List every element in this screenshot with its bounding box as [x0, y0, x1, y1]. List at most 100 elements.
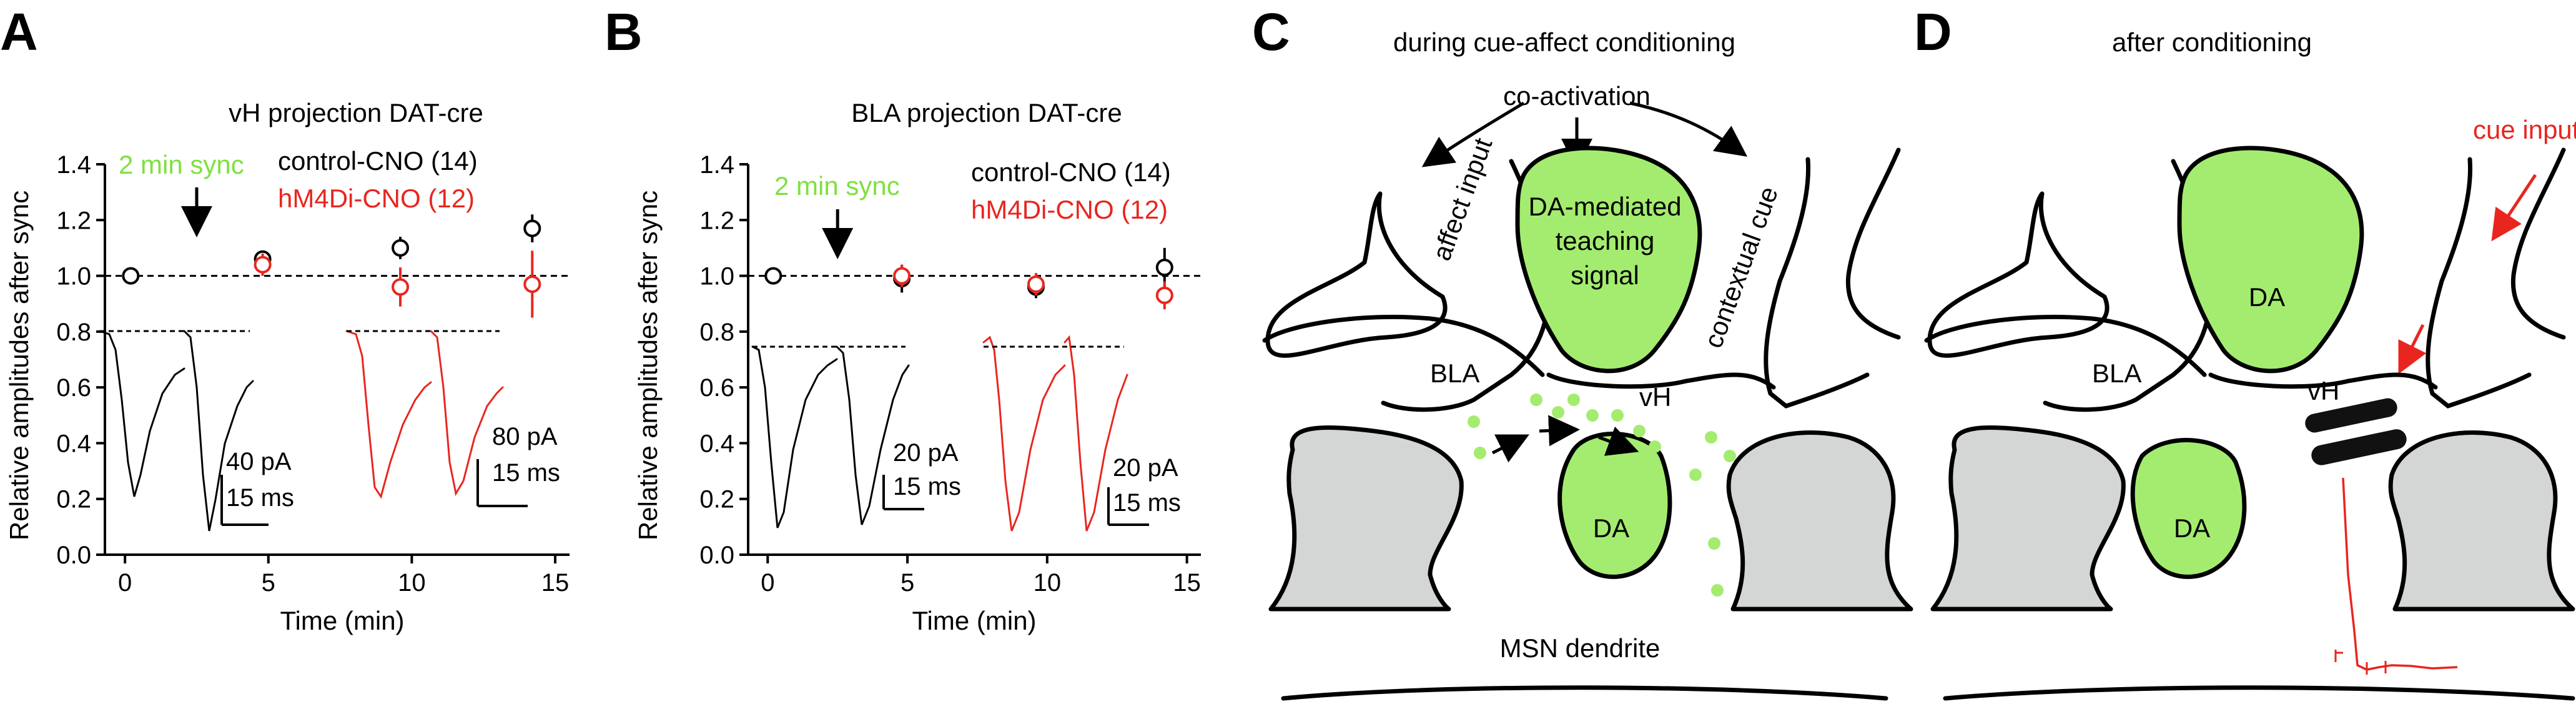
spine-right	[2388, 430, 2575, 612]
x-tick-label: 5	[262, 569, 275, 597]
cue-input-arrow-2	[2398, 324, 2427, 374]
legend-entry-hm4di: hM4Di-CNO (12)	[971, 195, 1168, 224]
x-tick-label: 15	[541, 569, 570, 597]
arrow-coactivation-left	[1421, 101, 1525, 167]
da-dot	[1689, 469, 1702, 481]
membrane-left-outer	[1924, 314, 2207, 377]
membrane-vh	[1764, 157, 1870, 409]
data-point	[392, 239, 410, 257]
membrane-vh	[2425, 157, 2532, 409]
trace-control-1	[99, 330, 185, 497]
trace-control-1	[751, 345, 838, 528]
x-tick-label: 0	[761, 569, 774, 597]
trace-hm4di-1	[345, 330, 432, 499]
release-arrow	[1598, 426, 1639, 456]
diagram-title: during cue-affect conditioning	[1393, 27, 1735, 57]
scalebar-amplitude: 20 pA	[1113, 454, 1178, 482]
potentiated-synapse-pre	[2305, 398, 2397, 433]
x-tick-label: 10	[398, 569, 426, 597]
trace-control-2	[836, 345, 910, 525]
data-point	[1027, 275, 1045, 293]
membrane-left-outer	[1262, 314, 1545, 377]
legend-entry-hm4di: hM4Di-CNO (12)	[278, 184, 475, 213]
msn-dendrite-label: MSN dendrite	[1500, 633, 1661, 663]
da-dot	[1468, 415, 1480, 428]
teaching-signal-line-2: teaching	[1556, 226, 1655, 255]
diagram-title: after conditioning	[2112, 27, 2312, 57]
cue-input-label: cue input	[2473, 115, 2576, 144]
y-tick-label: 0.0	[56, 542, 91, 569]
y-tick-label: 0.8	[56, 319, 91, 346]
data-point	[254, 255, 272, 274]
release-arrow	[1491, 434, 1529, 463]
sync-annotation: 2 min sync	[119, 150, 244, 179]
da-dot	[1552, 406, 1564, 419]
da-dot	[1586, 409, 1599, 422]
membrane-right-outer	[1845, 147, 1901, 340]
y-tick-label: 0.2	[699, 486, 734, 513]
x-tick-label: 15	[1173, 569, 1201, 597]
da-label-top: DA	[2249, 282, 2285, 312]
data-point	[122, 267, 140, 285]
da-dot	[1649, 440, 1661, 453]
spine-left	[1930, 425, 2126, 612]
scalebar-time: 15 ms	[226, 484, 294, 512]
trace-control-2	[183, 330, 254, 532]
scalebar-amplitude: 80 pA	[492, 423, 558, 450]
membrane-center	[2208, 372, 2438, 390]
legend-entry-control: control-CNO (14)	[278, 146, 478, 176]
teaching-signal-line-3: signal	[1571, 260, 1639, 290]
legend-entry-control: control-CNO (14)	[971, 157, 1171, 187]
panel-letter-d: D	[1914, 2, 1952, 61]
da-dot	[1611, 409, 1624, 422]
scalebar-time: 15 ms	[1113, 489, 1181, 517]
da-label: DA	[1593, 513, 1629, 543]
x-axis-label: Time (min)	[280, 606, 404, 635]
y-tick-label: 1.4	[699, 151, 734, 179]
y-tick-label: 0.2	[56, 486, 91, 513]
y-tick-label: 0.0	[699, 542, 734, 569]
presynaptic-terminal	[1265, 191, 1448, 358]
da-dot	[1530, 394, 1542, 406]
y-tick-label: 1.2	[699, 207, 734, 234]
y-tick-label: 1.0	[699, 263, 734, 290]
vh-label: vH	[2307, 376, 2339, 405]
panel-letter-b: B	[605, 2, 643, 61]
spine-right	[1726, 430, 1913, 612]
bla-label: BLA	[1430, 359, 1479, 388]
da-dot	[1474, 447, 1486, 459]
x-axis-label: Time (min)	[912, 606, 1036, 635]
trace-hm4di-1	[982, 335, 1066, 532]
membrane-center	[1546, 372, 1776, 390]
epsp-trace	[2342, 477, 2458, 671]
sync-annotation: 2 min sync	[774, 171, 900, 201]
da-blob-bottom	[1557, 432, 1672, 579]
y-tick-label: 1.2	[56, 207, 91, 234]
epsp-trace-base	[2334, 650, 2387, 675]
trace-hm4di-2	[430, 330, 504, 497]
da-dot	[1708, 537, 1720, 550]
da-dot	[1705, 431, 1717, 444]
vh-label: vH	[1639, 382, 1671, 412]
data-point	[893, 267, 911, 285]
potentiated-synapse-post	[2311, 429, 2407, 465]
panel-letter-c: C	[1252, 2, 1290, 61]
spine-left	[1268, 425, 1464, 612]
data-point	[1155, 259, 1173, 277]
diagram-panel-d: after conditioning cue input DA BLA vH D…	[1924, 27, 2576, 701]
da-teaching-blob	[1515, 146, 1702, 374]
teaching-signal-line-1: DA-mediated	[1528, 192, 1681, 221]
x-tick-label: 0	[118, 569, 132, 597]
y-tick-label: 0.4	[699, 430, 734, 457]
da-blob-bottom	[2130, 438, 2247, 579]
y-axis-label: Relative amplitudes after sync	[4, 191, 34, 540]
panel-letter-a: A	[0, 2, 38, 61]
cue-input-arrow-1	[2491, 174, 2537, 242]
data-point	[523, 275, 541, 293]
x-tick-label: 10	[1034, 569, 1062, 597]
release-arrow	[1539, 415, 1580, 447]
chart-panel-a: vH projection DAT-cre Relative amplitude…	[4, 98, 570, 635]
scalebar-time: 15 ms	[893, 473, 961, 500]
affect-input-label: affect input	[1426, 134, 1498, 264]
